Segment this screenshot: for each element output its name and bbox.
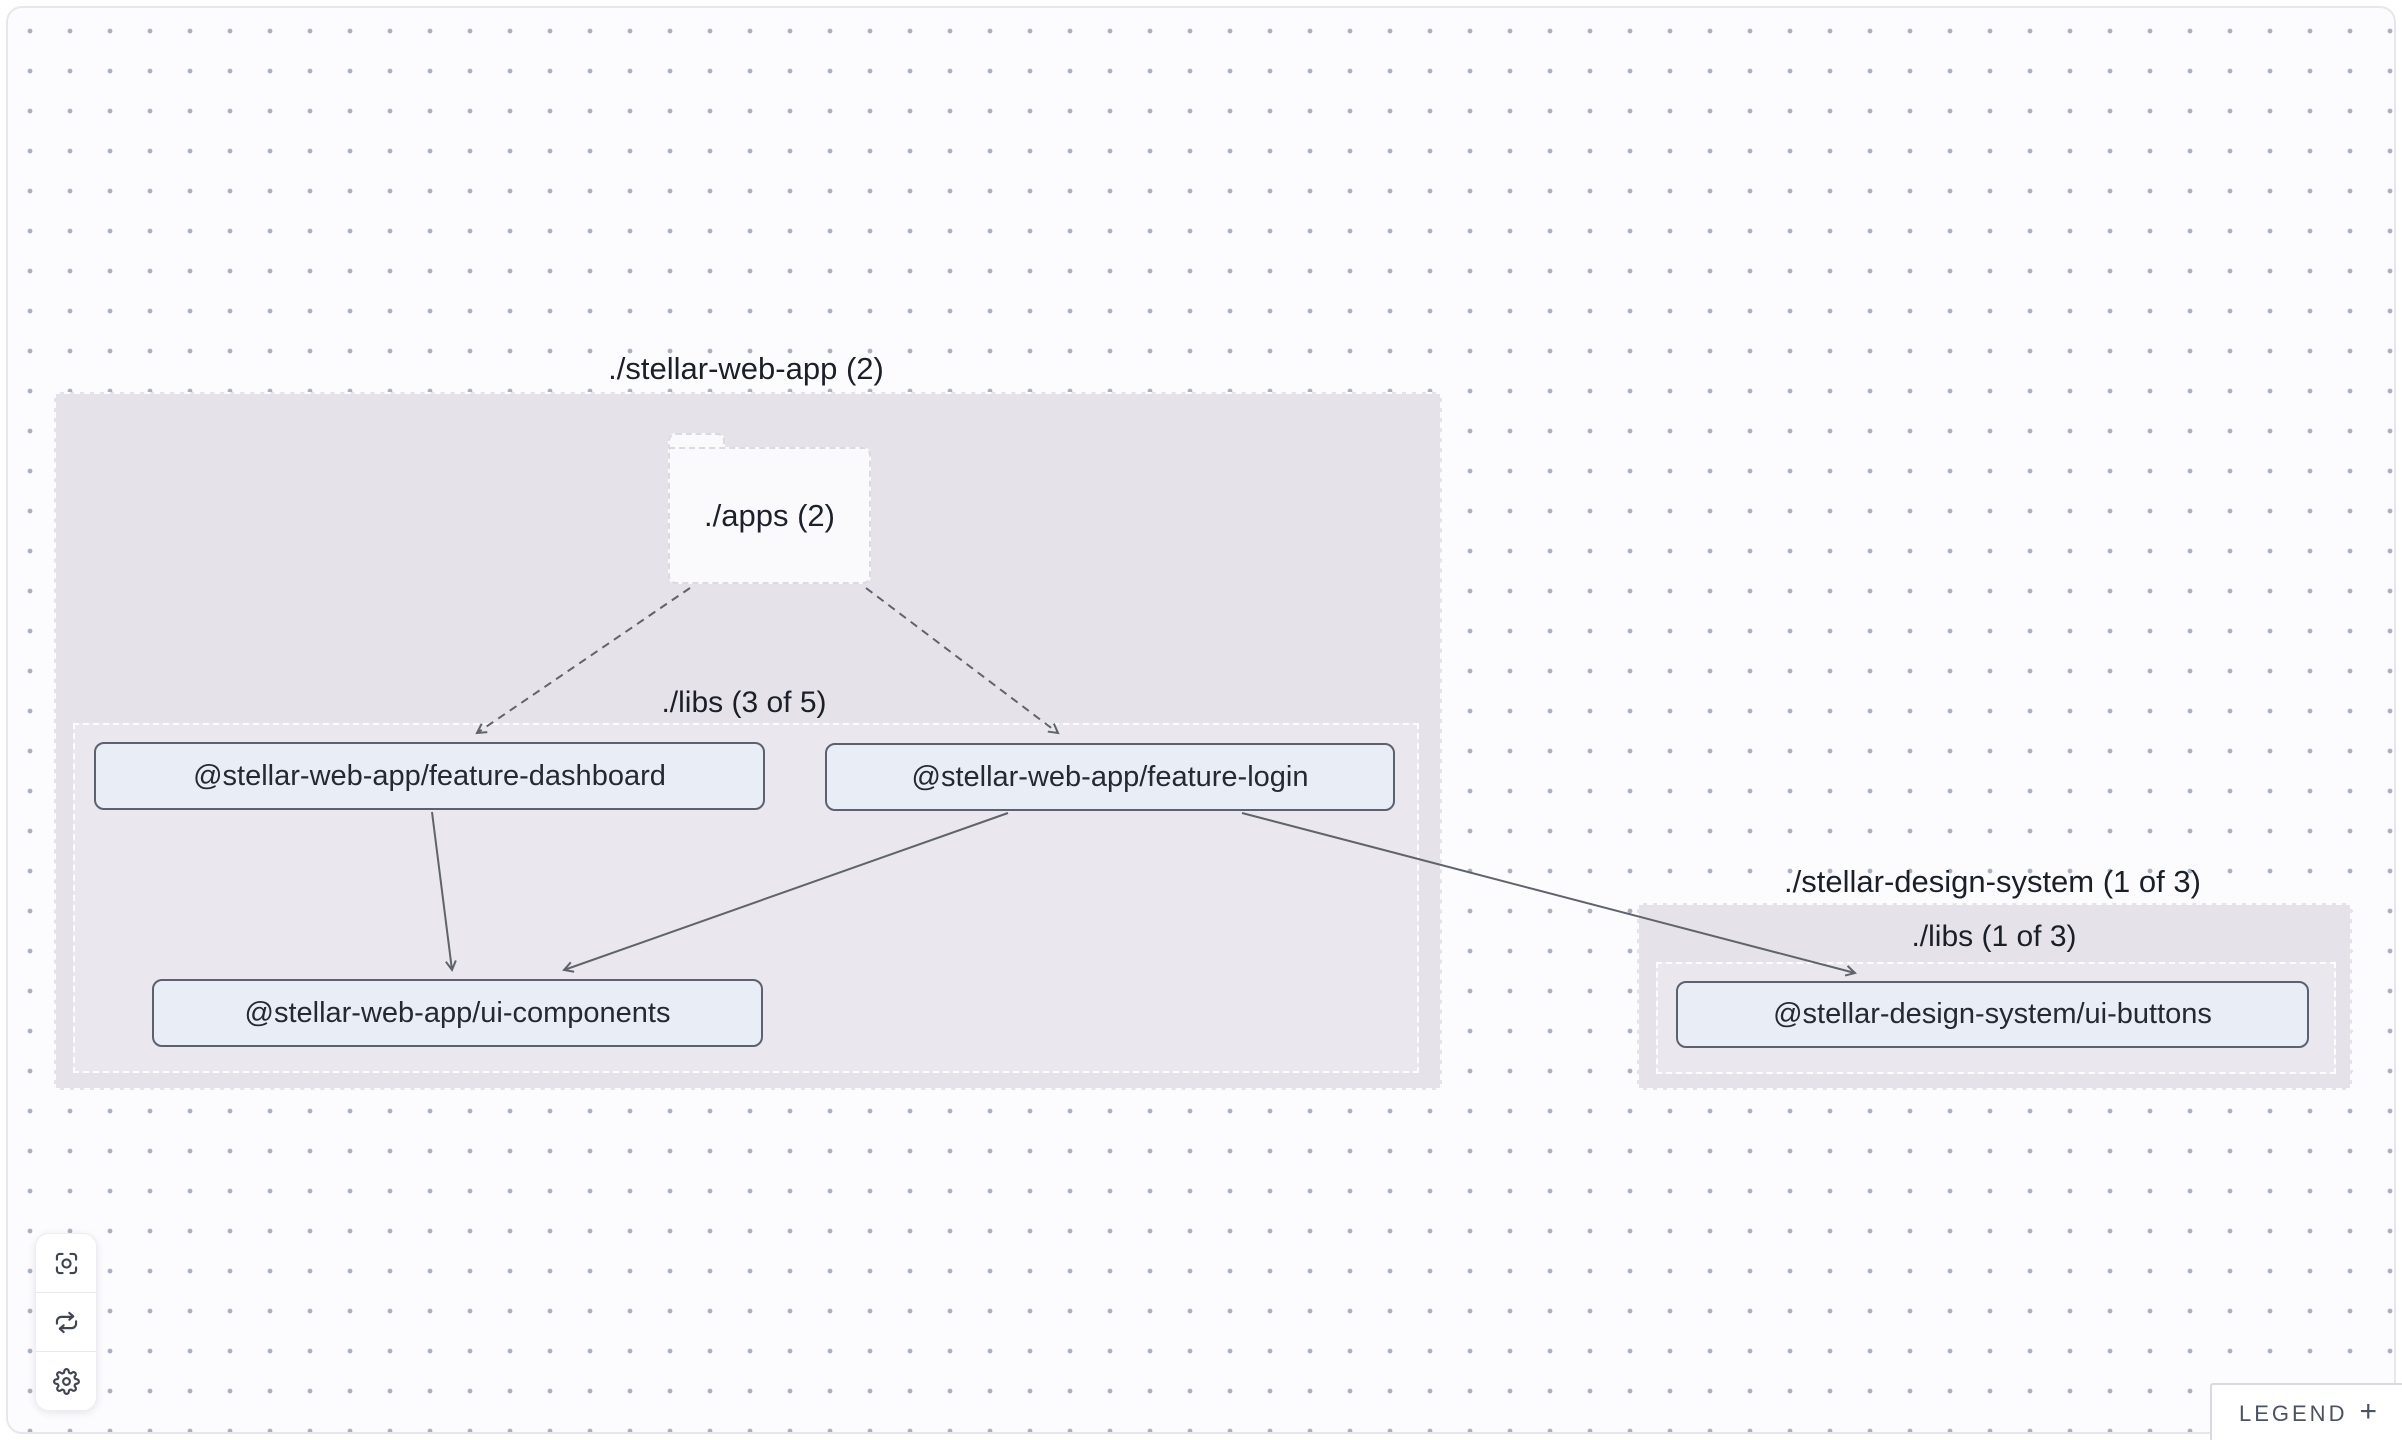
- node-feature-login-label: @stellar-web-app/feature-login: [911, 760, 1309, 793]
- focus-button[interactable]: [36, 1234, 96, 1292]
- refresh-icon: [55, 1311, 77, 1333]
- legend-toggle[interactable]: LEGEND +: [2210, 1383, 2402, 1440]
- folder-node-apps-tab: [668, 433, 725, 451]
- focus-icon: [55, 1252, 77, 1274]
- group-title-stellar-web-app: ./stellar-web-app (2): [608, 351, 884, 386]
- folder-node-apps-label: ./apps (2): [704, 497, 835, 533]
- refresh-button[interactable]: [36, 1292, 96, 1351]
- group-title-stellar-design-system: ./stellar-design-system (1 of 3): [1784, 864, 2201, 899]
- node-ui-components[interactable]: @stellar-web-app/ui-components: [152, 979, 763, 1047]
- node-feature-dashboard-label: @stellar-web-app/feature-dashboard: [193, 759, 666, 792]
- node-ui-buttons[interactable]: @stellar-design-system/ui-buttons: [1676, 981, 2309, 1048]
- edge-feature-login-to-ui-components[interactable]: [562, 812, 1009, 973]
- settings-button[interactable]: [36, 1351, 96, 1410]
- folder-node-apps[interactable]: ./apps (2): [668, 447, 871, 584]
- node-feature-dashboard[interactable]: @stellar-web-app/feature-dashboard: [94, 742, 765, 810]
- edge-apps-to-feature-dashboard[interactable]: [475, 587, 691, 735]
- node-ui-buttons-label: @stellar-design-system/ui-buttons: [1773, 998, 2212, 1030]
- node-ui-components-label: @stellar-web-app/ui-components: [244, 996, 671, 1029]
- group-title-stellar-design-system-libs: ./libs (1 of 3): [1911, 920, 2077, 953]
- node-feature-login[interactable]: @stellar-web-app/feature-login: [825, 743, 1395, 811]
- gear-icon: [52, 1367, 80, 1395]
- plus-icon: +: [2359, 1395, 2377, 1428]
- edge-feature-login-to-ui-buttons[interactable]: [1241, 812, 1857, 977]
- legend-label: LEGEND: [2238, 1400, 2348, 1426]
- canvas-toolbar: [35, 1233, 97, 1411]
- edge-apps-to-feature-login[interactable]: [865, 587, 1060, 735]
- edge-feature-dashboard-to-ui-components[interactable]: [431, 811, 457, 973]
- group-title-stellar-web-app-libs: ./libs (3 of 5): [661, 686, 827, 719]
